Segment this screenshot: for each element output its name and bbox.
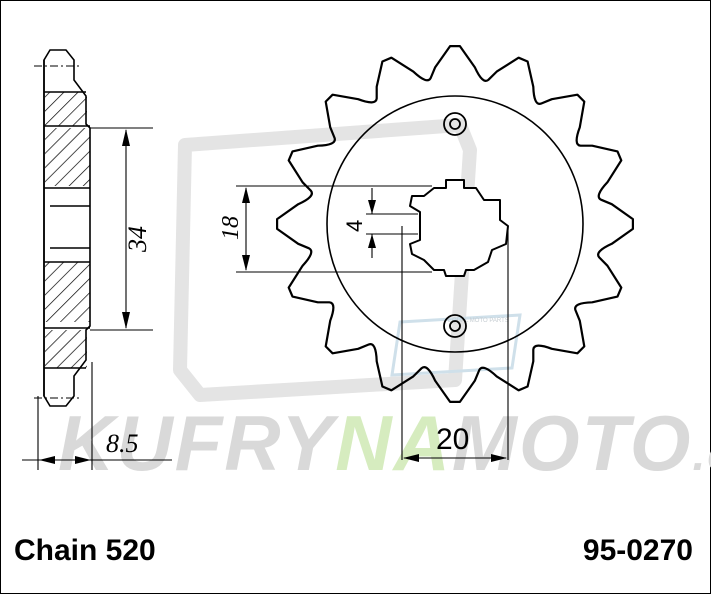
sprocket-outline: [276, 45, 634, 403]
hatch-section-upper: [45, 128, 90, 186]
dimension-34: [90, 127, 153, 331]
part-number: 95-0270: [582, 534, 693, 567]
watermark-badge-text: EQUAL MOTO PARTS: [448, 318, 509, 324]
dimension-20: [403, 454, 507, 462]
profile-outline: [43, 49, 91, 407]
sprocket-hub-circle: [326, 95, 584, 353]
watermark-text-part4: .cz: [692, 428, 711, 480]
dimension-4: [366, 188, 509, 460]
dimension-34-label: 34: [123, 226, 152, 253]
dimension-8-5-label: 8.5: [106, 429, 139, 458]
bolt-hole-bottom: [443, 314, 467, 338]
splined-bore: [409, 179, 509, 277]
hatch-section-lower: [45, 262, 90, 322]
hatch-section-top: [45, 92, 87, 126]
chain-label: Chain 520: [14, 534, 156, 567]
side-profile: [34, 49, 91, 407]
dimension-8-5: [22, 362, 172, 470]
watermark-text-part2: NA: [335, 399, 452, 487]
watermark-text: KUFRYNAMOTO.cz: [58, 399, 711, 487]
sprocket-front-view: [276, 45, 634, 403]
dimension-4-label: 4: [342, 220, 367, 232]
bolt-hole-top: [443, 112, 467, 136]
hatch-section-bottom: [45, 330, 87, 368]
watermark-text-part1: KUFRY: [58, 399, 339, 487]
dimension-18: [236, 185, 432, 273]
watermark-text-part3: MOTO: [452, 399, 693, 487]
dimension-20-label: 20: [436, 423, 469, 456]
watermark-badge: EQUAL MOTO PARTS: [390, 313, 522, 377]
watermark: KUFRYNAMOTO.cz EQUAL MOTO PARTS: [58, 118, 711, 487]
dimension-18-label: 18: [218, 216, 244, 240]
